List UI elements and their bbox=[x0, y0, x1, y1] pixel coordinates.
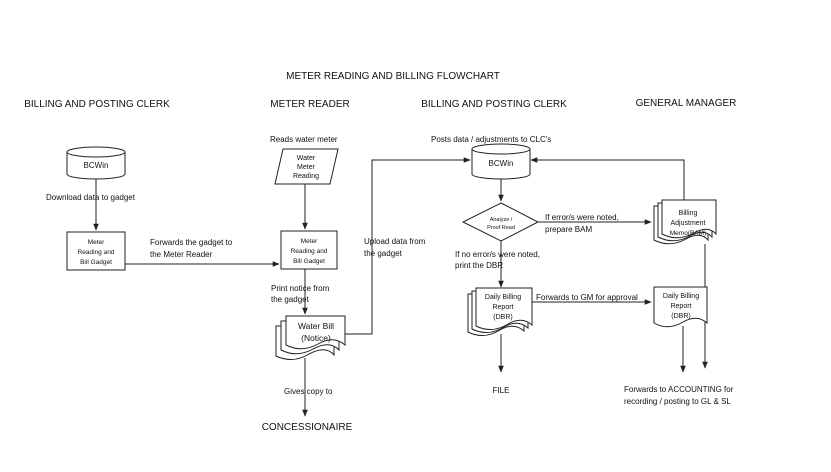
billing-adjustment-memo: Billing Adjustment Memo(BAM) bbox=[653, 199, 717, 245]
gadget-box-1-line-3: Bill Gadget bbox=[80, 259, 112, 266]
if-error-label-line-1: If error/s were noted, bbox=[545, 213, 619, 222]
gadget-box-1: Meter Reading and Bill Gadget bbox=[66, 231, 126, 271]
bam-line-3: Memo(BAM) bbox=[670, 230, 706, 237]
gadget-box-2-line-1: Meter bbox=[301, 238, 318, 245]
if-no-error-label-line-2: print the DBR bbox=[455, 261, 503, 270]
forwards-accounting-label-line-1: Forwards to ACCOUNTING for bbox=[624, 385, 734, 394]
forwards-gadget-label-line-1: Forwards the gadget to bbox=[150, 238, 233, 247]
if-error-label-line-2: prepare BAM bbox=[545, 225, 592, 234]
bcwin-database-1: BCWin bbox=[66, 146, 126, 180]
bcwin-database-2: BCWin bbox=[471, 143, 531, 180]
bam-line-2: Adjustment bbox=[670, 220, 705, 227]
dbr-1-line-2: Report bbox=[492, 304, 513, 311]
upload-label-line-1: Upload data from bbox=[364, 237, 426, 246]
bcwin-database-1-label: BCWin bbox=[84, 161, 109, 170]
water-meter-reading-line-1: Water bbox=[297, 155, 316, 162]
water-meter-reading-input: Water Meter Reading bbox=[274, 148, 339, 185]
water-meter-reading-line-3: Reading bbox=[293, 173, 319, 180]
if-no-error-label-line-1: If no error/s were noted, bbox=[455, 250, 540, 259]
gadget-box-1-line-2: Reading and bbox=[78, 249, 115, 256]
lane-general-manager: GENERAL MANAGER bbox=[636, 98, 737, 109]
analyze-decision: Analyze / Proof Read bbox=[461, 202, 540, 242]
gadget-box-2-line-3: Bill Gadget bbox=[293, 258, 325, 265]
upload-label-line-2: the gadget bbox=[364, 249, 403, 258]
lane-billing-clerk-1: BILLING AND POSTING CLERK bbox=[24, 99, 170, 110]
file-label: FILE bbox=[493, 386, 510, 395]
forwards-gadget-label-line-2: the Meter Reader bbox=[150, 250, 213, 259]
posts-data-label: Posts data / adjustments to CLC's bbox=[431, 135, 551, 144]
concessionaire-label: CONCESSIONAIRE bbox=[262, 422, 353, 433]
bam-line-1: Billing bbox=[679, 210, 698, 217]
dbr-1-line-1: Daily Billing bbox=[485, 294, 521, 301]
print-notice-label-line-2: the gadget bbox=[271, 295, 310, 304]
daily-billing-report-1: Daily Billing Report (DBR) bbox=[467, 287, 533, 336]
lane-billing-clerk-2: BILLING AND POSTING CLERK bbox=[421, 99, 567, 110]
download-label: Download data to gadget bbox=[46, 193, 136, 202]
bcwin-database-2-label: BCWin bbox=[489, 159, 514, 168]
dbr-2-line-2: Report bbox=[670, 303, 691, 310]
daily-billing-report-2: Daily Billing Report (DBR) bbox=[653, 286, 708, 328]
reads-meter-label: Reads water meter bbox=[270, 135, 338, 144]
water-bill-line-1: Water Bill bbox=[298, 321, 334, 331]
forwards-gm-label: Forwards to GM for approval bbox=[536, 293, 638, 302]
gives-copy-label: Gives copy to bbox=[284, 387, 333, 396]
print-notice-label-line-1: Print notice from bbox=[271, 284, 330, 293]
arrow-bam-to-bcwin-2 bbox=[530, 157, 685, 200]
gadget-box-1-line-1: Meter bbox=[88, 239, 105, 246]
page-title: METER READING AND BILLING FLOWCHART bbox=[286, 71, 500, 82]
forwards-accounting-label-line-2: recording / posting to GL & SL bbox=[624, 397, 731, 406]
water-bill-document: Water Bill (Notice) bbox=[275, 315, 346, 360]
water-meter-reading-line-2: Meter bbox=[297, 164, 316, 171]
analyze-line-2: Proof Read bbox=[487, 225, 515, 231]
lane-meter-reader: METER READER bbox=[270, 99, 349, 110]
water-bill-line-2: (Notice) bbox=[301, 333, 331, 343]
dbr-2-line-3: (DBR) bbox=[671, 313, 690, 320]
dbr-2-line-1: Daily Billing bbox=[663, 293, 699, 300]
arrow-upload-to-bcwin-2 bbox=[345, 157, 471, 335]
analyze-line-1: Analyze / bbox=[490, 217, 513, 223]
dbr-1-line-3: (DBR) bbox=[493, 314, 512, 321]
gadget-box-2: Meter Reading and Bill Gadget bbox=[280, 230, 338, 270]
gadget-box-2-line-2: Reading and bbox=[291, 248, 328, 255]
